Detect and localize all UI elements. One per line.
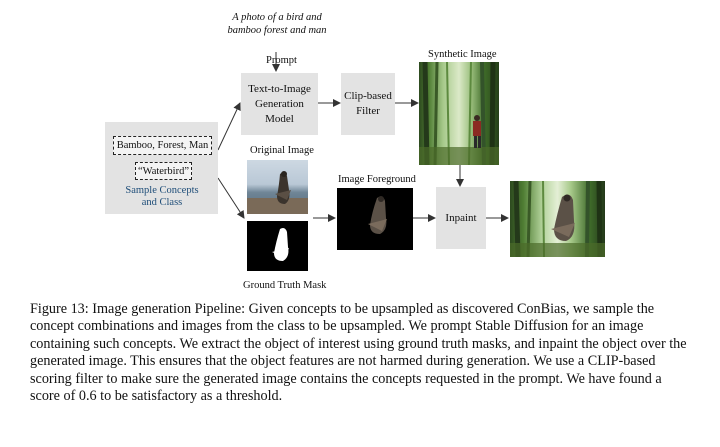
t2i-line-2: Generation <box>255 97 304 110</box>
bird-photo-icon <box>247 171 308 214</box>
inpaint-box: Inpaint <box>436 187 486 249</box>
inpainted-scene-icon <box>510 181 605 257</box>
figure-caption: Figure 13: Image generation Pipeline: Gi… <box>30 301 687 405</box>
concepts-tag: Bamboo, Forest, Man <box>113 136 212 155</box>
t2i-line-3: Model <box>265 112 294 125</box>
prompt-label: Prompt <box>266 55 297 66</box>
synthetic-image <box>419 62 499 165</box>
foreground-bird-icon <box>368 196 387 234</box>
result-image <box>510 181 605 257</box>
synthetic-image-label: Synthetic Image <box>428 49 497 60</box>
sample-concepts-line-2: and Class <box>141 197 183 208</box>
image-foreground <box>337 188 413 250</box>
original-image-label: Original Image <box>250 145 314 156</box>
prompt-line-1: A photo of a bird and <box>232 12 322 23</box>
image-foreground-label: Image Foreground <box>338 174 416 185</box>
clip-filter-box: Clip-based Filter <box>341 73 395 135</box>
text-to-image-model-box: Text-to-Image Generation Model <box>241 73 318 135</box>
bamboo-stalks-icon <box>419 62 499 165</box>
original-image <box>247 160 308 214</box>
prompt-line-2: bamboo forest and man <box>227 25 327 36</box>
t2i-line-1: Text-to-Image <box>248 82 311 95</box>
clip-line-1: Clip-based <box>344 90 392 102</box>
prompt-text: A photo of a bird and bamboo forest and … <box>218 11 336 37</box>
mask-silhouette-icon <box>272 228 289 261</box>
clip-line-2: Filter <box>356 105 380 117</box>
ground-truth-mask-label: Ground Truth Mask <box>243 280 327 291</box>
class-tag: “Waterbird” <box>135 162 192 180</box>
sample-concepts-line-1: Sample Concepts <box>125 185 199 196</box>
inpaint-label: Inpaint <box>445 211 477 224</box>
sample-concepts-caption: Sample Concepts and Class <box>112 185 212 209</box>
ground-truth-mask-image <box>247 221 308 271</box>
